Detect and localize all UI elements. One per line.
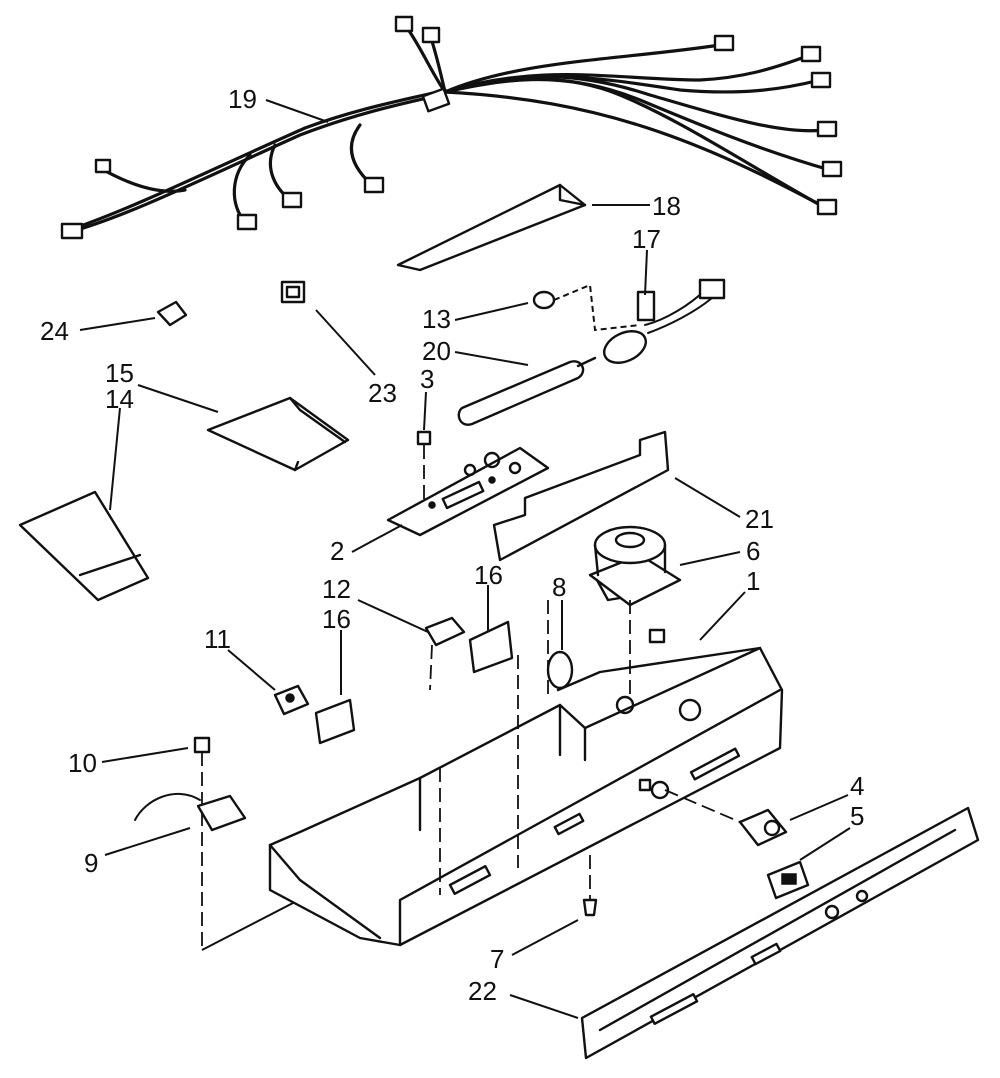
- callout-12: 12: [322, 574, 351, 604]
- switch-4: [664, 789, 788, 847]
- button-5: [766, 860, 810, 900]
- control-board: [386, 446, 550, 537]
- plate-23: [280, 280, 306, 304]
- socket-13: [532, 283, 641, 332]
- callout-1: 1: [746, 566, 760, 596]
- callout-11: 11: [204, 624, 231, 654]
- callout-7: 7: [490, 944, 504, 974]
- callout-5: 5: [850, 801, 864, 831]
- clip-24: [156, 300, 188, 327]
- callout-10: 10: [68, 748, 97, 778]
- relay-12: [424, 616, 466, 691]
- front-panel: [580, 806, 980, 1060]
- switch-11: [273, 684, 310, 716]
- label-16-right: [468, 620, 514, 674]
- callout-15: 15: [105, 358, 134, 388]
- callout-24: 24: [40, 316, 69, 346]
- callout-9: 9: [84, 848, 98, 878]
- callout-16-right: 16: [474, 560, 503, 590]
- callout-labels: 19 18 17 24 13 20 3 23 15 14 21 6 1 2 8 …: [40, 84, 864, 1006]
- callout-20: 19: [228, 84, 257, 114]
- callout-2: 2: [330, 536, 344, 566]
- cover-14: [18, 490, 150, 602]
- cover-15: [206, 396, 350, 472]
- insulator-strip: [492, 430, 670, 562]
- callout-3: 3: [420, 364, 434, 394]
- callout-19: 20: [422, 336, 451, 366]
- label-16-left: [314, 698, 356, 745]
- callout-18: 18: [652, 191, 681, 221]
- connector-17: [603, 278, 726, 364]
- motor-6: [588, 525, 682, 607]
- control-housing: [268, 600, 784, 947]
- callout-23: 23: [368, 378, 397, 408]
- wiring-harness: [60, 15, 843, 240]
- leader-lines: [79, 99, 851, 1019]
- callout-16-left: 16: [322, 604, 351, 634]
- callout-4: 4: [850, 771, 864, 801]
- callout-13: 13: [422, 304, 451, 334]
- callout-6: 6: [746, 536, 760, 566]
- lamp-tube: [457, 356, 597, 426]
- callout-17: 17: [632, 224, 661, 254]
- callout-21: 21: [745, 504, 774, 534]
- callout-22: 22: [468, 976, 497, 1006]
- cover-strip: [396, 183, 587, 272]
- callout-8: 8: [552, 572, 566, 602]
- callout-14: 14: [105, 384, 134, 414]
- screw-7: [582, 855, 598, 917]
- screw-10: [193, 736, 211, 950]
